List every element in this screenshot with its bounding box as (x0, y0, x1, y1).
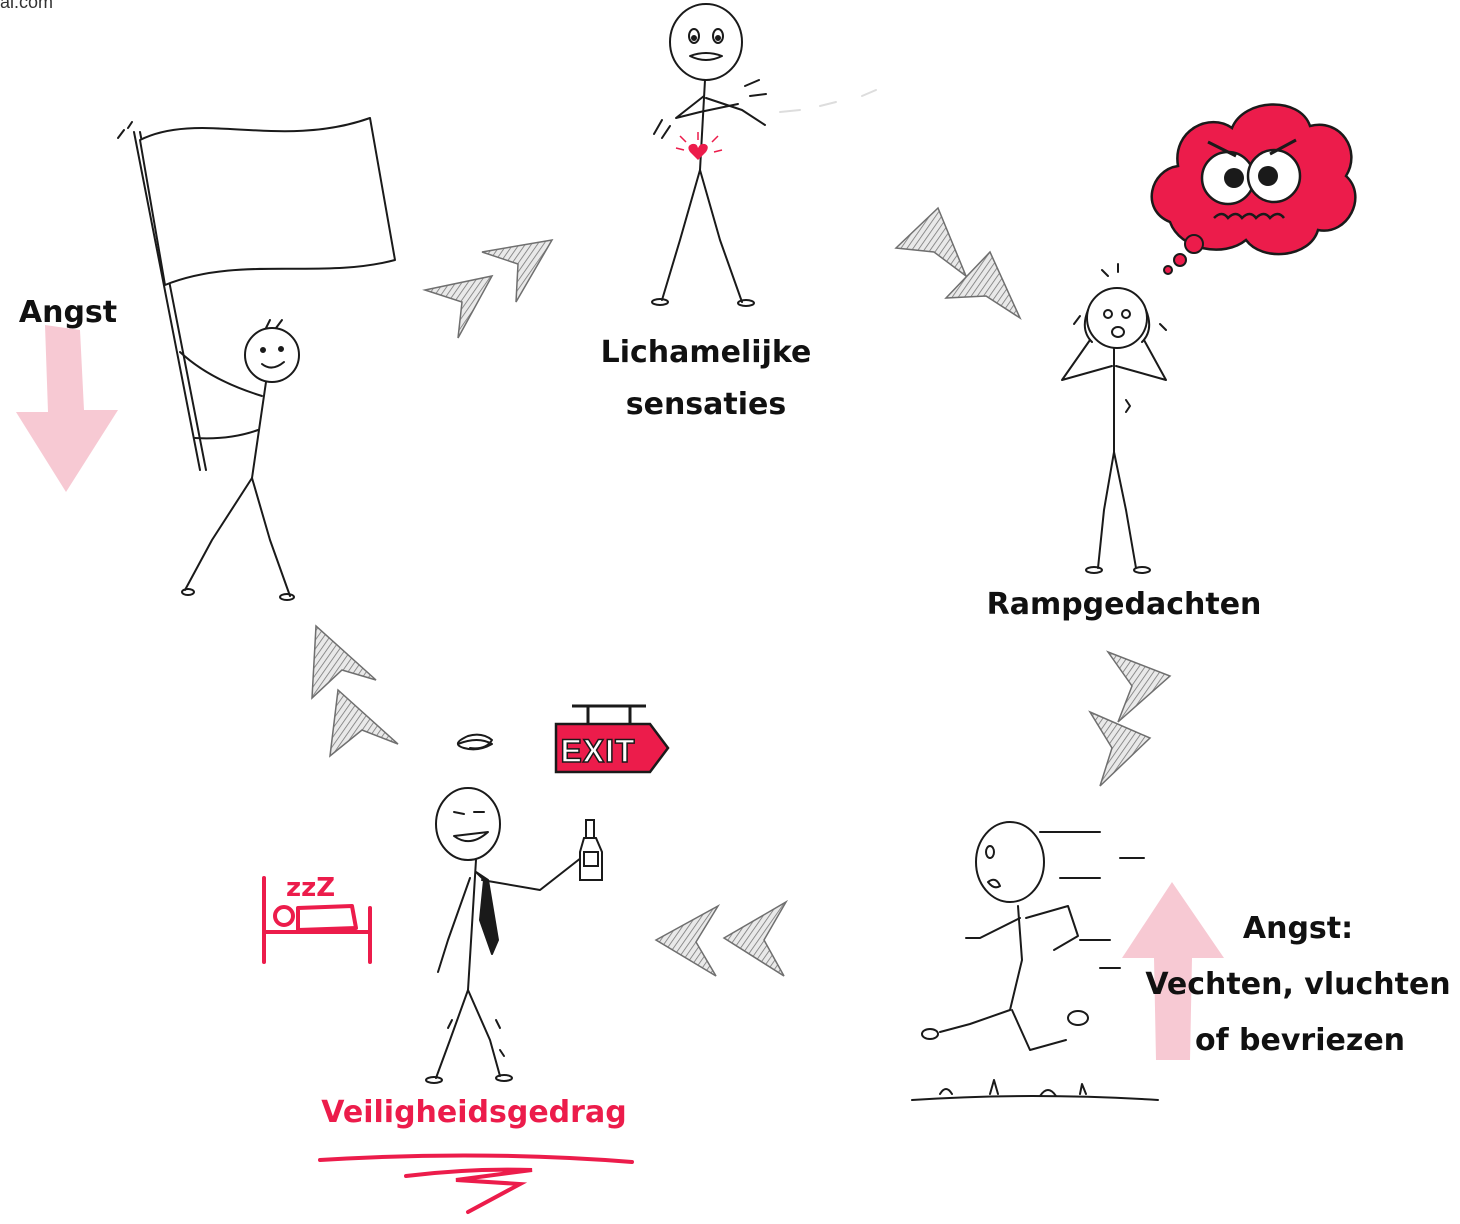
label-rampgedachten: Rampgedachten (987, 587, 1262, 622)
bottle-icon (579, 819, 603, 881)
exit-sign-text: EXIT (560, 733, 635, 769)
corner-text: al.com (0, 0, 54, 12)
arrow-body-to-thought-2 (944, 250, 1022, 321)
label-angst-fff-line2: Vechten, vluchten (1145, 967, 1450, 1002)
cycle-arrows (311, 206, 1172, 977)
labels: Angst Lichamelijke sensaties Rampgedacht… (19, 295, 1451, 1130)
label-lichamelijke-line1: Lichamelijke (601, 335, 812, 370)
label-veiligheidsgedrag: Veiligheidsgedrag (321, 1095, 626, 1130)
label-angst-fff-line3: of bevriezen (1195, 1023, 1405, 1058)
underline-scribble (318, 1153, 634, 1214)
down-arrow-icon (16, 325, 118, 492)
label-angst-fff-line1: Angst: (1243, 911, 1353, 946)
safety-behaviour-figure (425, 733, 587, 1084)
worried-cloud (1150, 103, 1357, 275)
running-figure (911, 821, 1159, 1101)
heart-icon (675, 132, 723, 160)
bed-icon: zzZ (262, 873, 372, 964)
body-sensation-figure (651, 3, 877, 307)
arrow-thought-to-fight-2 (1088, 710, 1152, 787)
arrow-body-to-thought-1 (894, 206, 968, 279)
label-lichamelijke-line2: sensaties (626, 387, 787, 422)
arrow-flag-to-body-2 (481, 238, 554, 303)
arrow-safety-to-flag-1 (329, 688, 399, 758)
arrow-fight-to-safety-2 (654, 903, 721, 977)
up-arrow-icon (1122, 882, 1224, 1060)
arrow-flag-to-body-1 (422, 274, 494, 339)
arrow-fight-to-safety-1 (722, 899, 789, 977)
sleep-text: zzZ (286, 873, 335, 903)
arrow-thought-to-fight-1 (1105, 650, 1172, 723)
label-angst: Angst (19, 295, 117, 330)
arrow-safety-to-flag-2 (311, 624, 377, 700)
flag-figure (117, 117, 396, 601)
catastrophic-thought-figure (1061, 263, 1167, 574)
exit-sign-icon: EXIT (554, 704, 670, 774)
